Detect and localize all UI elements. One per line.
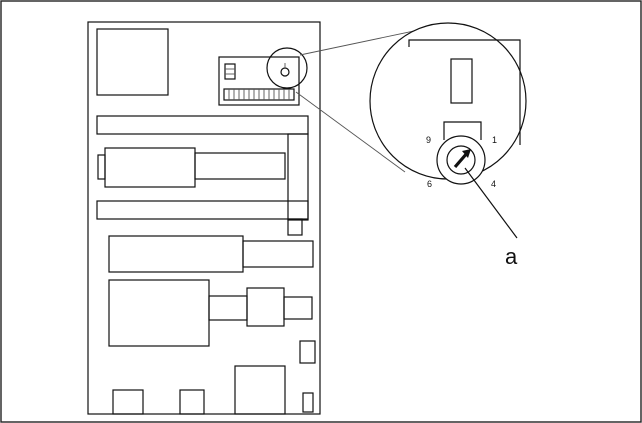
- side-tab: [97, 154, 106, 180]
- bottom-component-2: [179, 389, 205, 415]
- magnified-view: [369, 22, 527, 185]
- dial-label-1: 1: [492, 135, 497, 145]
- cylinder-extension: [194, 152, 286, 180]
- bottom-component-4: [302, 392, 314, 413]
- dial-label-4: 4: [491, 179, 496, 189]
- callout-leader: [464, 167, 518, 239]
- middle-component: [108, 235, 244, 273]
- connector-end: [283, 296, 313, 320]
- square-component: [96, 28, 169, 96]
- small-component: [299, 340, 316, 364]
- connector-block: [218, 56, 300, 106]
- magnify-source-circle: [266, 47, 308, 89]
- lower-rail: [96, 200, 309, 220]
- post-foot: [287, 218, 303, 236]
- upper-rail: [96, 115, 309, 135]
- circuit-board: [87, 21, 321, 415]
- middle-component-extension: [242, 240, 314, 268]
- vertical-post: [287, 133, 309, 221]
- bottom-component-3: [234, 365, 286, 415]
- zoom-line-bottom: [295, 91, 406, 173]
- dial-label-9: 9: [426, 135, 431, 145]
- callout-label-a: a: [505, 244, 518, 269]
- connector-rod: [208, 295, 248, 321]
- dial-label-6: 6: [427, 179, 432, 189]
- connector-block-small: [246, 287, 285, 327]
- large-component: [108, 279, 210, 347]
- dial-inner: [446, 145, 476, 175]
- cylinder-component: [104, 147, 196, 188]
- bottom-component-1: [112, 389, 144, 415]
- dial-pointer-head: [462, 149, 471, 158]
